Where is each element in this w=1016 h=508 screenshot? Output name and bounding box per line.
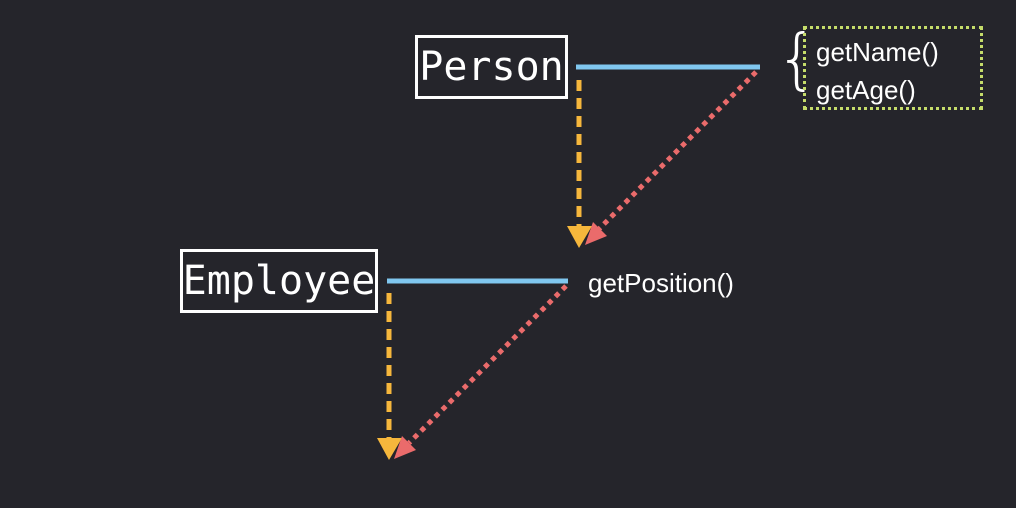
person-prototype-arrowhead — [567, 226, 592, 248]
employee-class-label: Employee — [182, 258, 376, 304]
employee-class-box: Employee — [180, 249, 378, 313]
person-method-group: getName() getAge() — [803, 26, 983, 110]
person-class-box: Person — [415, 35, 568, 99]
employee-lookup-arrow — [407, 284, 568, 445]
person-lookup-arrowhead — [585, 222, 607, 245]
person-lookup-arrow — [597, 70, 758, 231]
method-group-brace: { — [776, 20, 818, 97]
employee-lookup-arrowhead — [394, 436, 416, 459]
method-get-position: getPosition() — [588, 268, 734, 298]
employee-prototype-arrowhead — [377, 438, 402, 460]
method-get-name: getName() — [816, 37, 939, 67]
method-get-age: getAge() — [816, 75, 916, 105]
person-class-label: Person — [419, 44, 564, 90]
